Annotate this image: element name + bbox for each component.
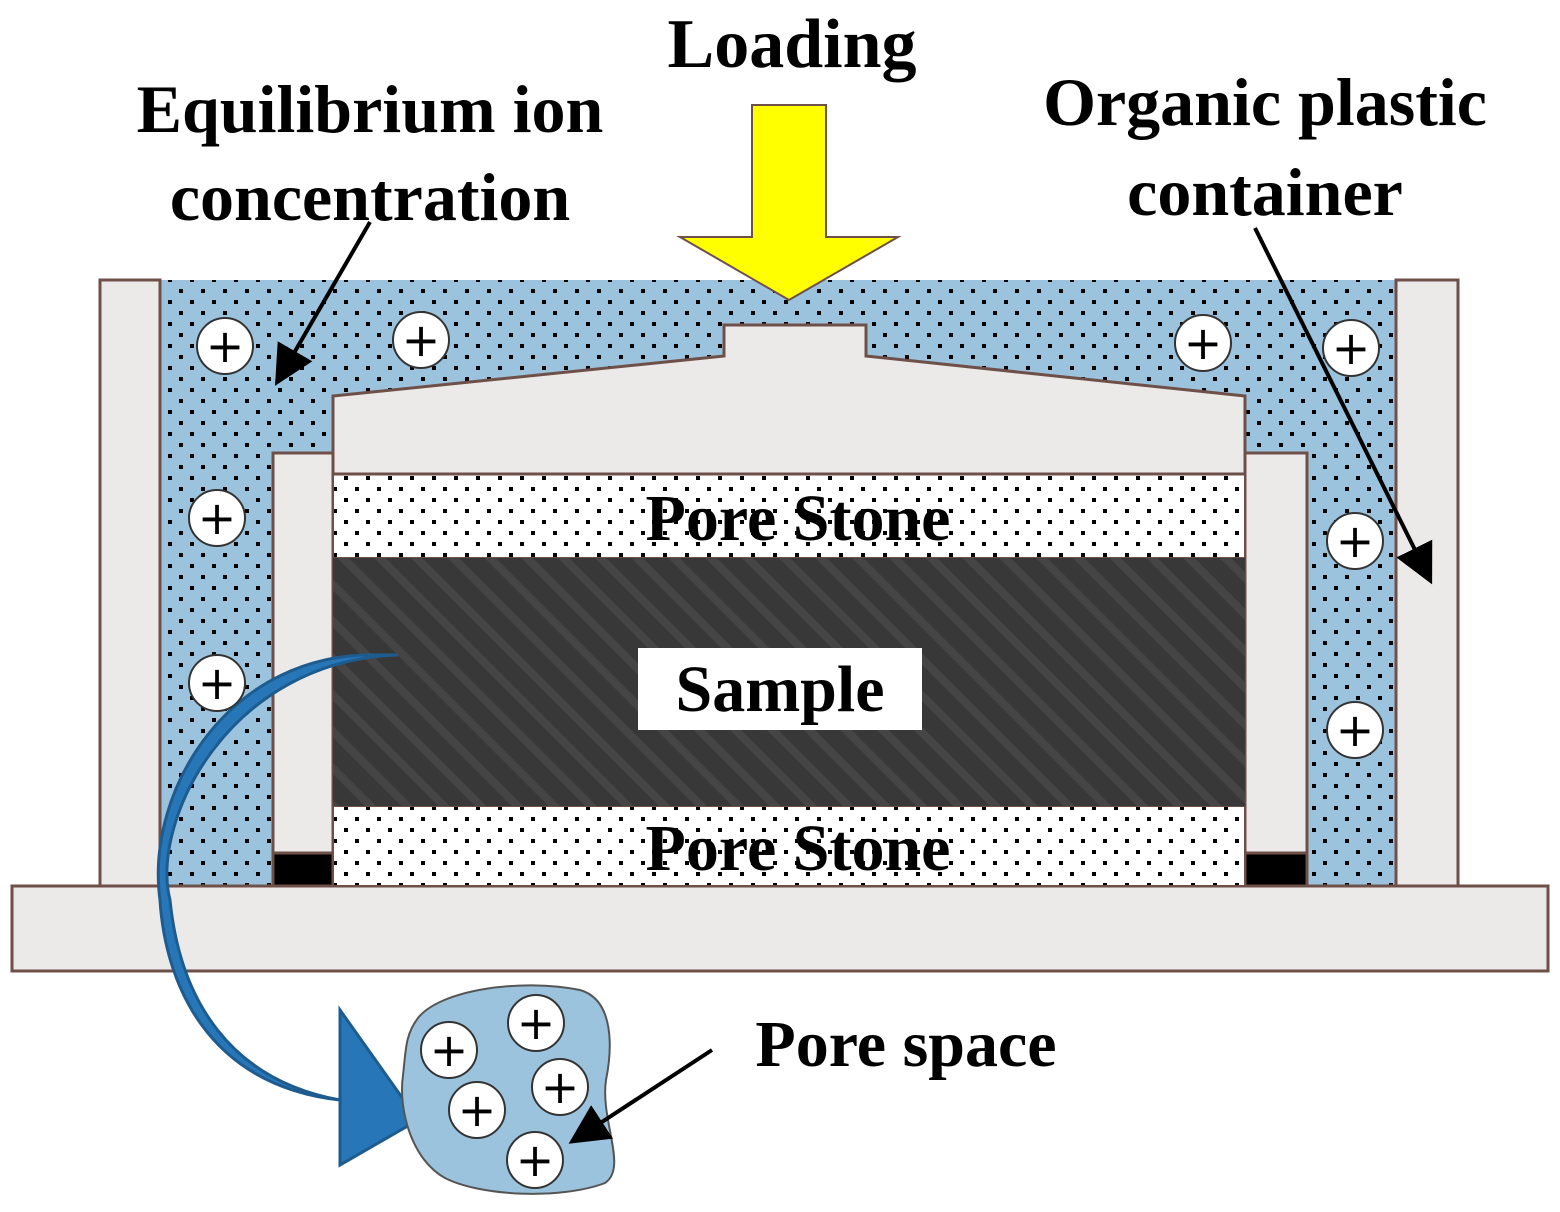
ion-icon xyxy=(1174,314,1232,372)
ion-icon xyxy=(448,1081,506,1139)
ion-icon xyxy=(392,311,450,369)
loading-label: Loading xyxy=(668,6,917,83)
outer-wall-left xyxy=(98,278,162,888)
base-plate xyxy=(10,884,1550,973)
ion-icon xyxy=(196,317,254,375)
equilibrium-pointer-arrow xyxy=(274,220,372,386)
flow-arrow xyxy=(156,653,421,1168)
pore-stone-top xyxy=(332,473,1246,559)
seal-left xyxy=(271,851,335,888)
pore-stone-bottom-label: Pore Stone xyxy=(646,812,951,885)
sample-label-box xyxy=(638,648,922,730)
outer-wall-right xyxy=(1394,278,1460,888)
ion-icon xyxy=(531,1058,589,1116)
plus-sign: + xyxy=(1336,514,1375,568)
organic-container-label-line1: Organic plastic xyxy=(1043,64,1487,140)
sample-label: Sample xyxy=(675,653,884,726)
pore-stone-top-label: Pore Stone xyxy=(646,482,951,555)
container-pointer-arrow xyxy=(1253,227,1433,585)
ion-icon xyxy=(1326,701,1384,759)
plus-sign: + xyxy=(516,1133,555,1187)
ion-icon xyxy=(506,1131,564,1189)
inner-ring-left xyxy=(271,451,335,855)
ion-signs: + + + + + + + + + + + + + xyxy=(198,313,1375,1187)
plus-sign: + xyxy=(1336,703,1375,757)
plus-sign: + xyxy=(402,313,441,367)
equilibrium-label-line1: Equilibrium ion xyxy=(137,71,604,147)
plus-sign: + xyxy=(517,996,556,1050)
pore-space-label: Pore space xyxy=(755,1008,1056,1081)
plus-sign: + xyxy=(198,656,237,710)
loading-cap xyxy=(331,323,1247,476)
seal-right xyxy=(1243,851,1309,888)
equilibrium-label-line2: concentration xyxy=(170,159,570,235)
plus-sign: + xyxy=(430,1023,469,1077)
ion-icon xyxy=(188,654,246,712)
plus-sign: + xyxy=(458,1083,497,1137)
plus-sign: + xyxy=(541,1060,580,1114)
ion-icon xyxy=(188,489,246,547)
inner-ring-right xyxy=(1243,451,1309,855)
ion-icon xyxy=(1322,319,1380,377)
plus-sign: + xyxy=(1184,316,1223,370)
ion-icon xyxy=(1326,512,1384,570)
plus-sign: + xyxy=(1332,321,1371,375)
loading-arrow xyxy=(676,104,902,302)
plus-sign: + xyxy=(206,319,245,373)
ion-group xyxy=(188,311,1384,1189)
ion-icon xyxy=(420,1021,478,1079)
organic-container-label-line2: container xyxy=(1127,154,1403,230)
pore-space-pointer-arrow xyxy=(568,1048,714,1144)
plus-sign: + xyxy=(198,491,237,545)
ion-icon xyxy=(507,994,565,1052)
